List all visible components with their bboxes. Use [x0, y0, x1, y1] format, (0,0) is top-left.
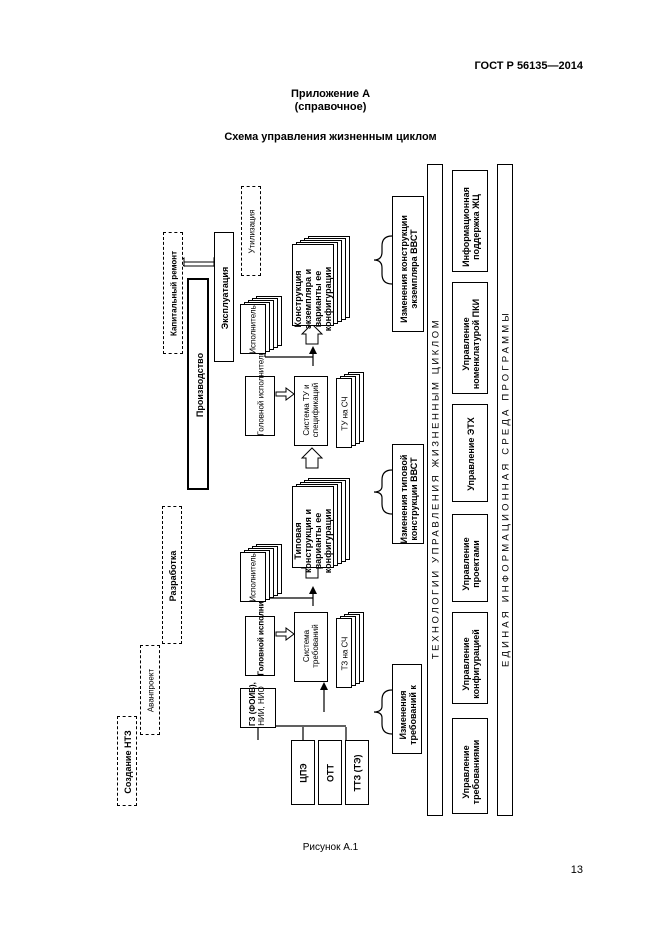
cpe-box: ЦПЭ	[291, 740, 315, 805]
ttz-box: ТТЗ (ТЭ)	[345, 740, 369, 805]
tu-stack: ТУ на СЧ	[334, 372, 364, 448]
changes-requirements: Изменения требований к	[392, 664, 422, 754]
ispolnitel-stack-3: Исполнитель	[238, 296, 282, 354]
phase-razrabotka: Разработка	[162, 506, 182, 644]
info-band: ЕДИНАЯ ИНФОРМАЦИОННАЯ СРЕДА ПРОГРАММЫ	[497, 164, 513, 816]
phase-ekspluataciya: Эксплуатация	[214, 232, 234, 362]
mgmt-info-support: Информационная поддержка ЖЦ	[452, 170, 488, 272]
ispolnitel-stack-2: Исполнитель	[238, 544, 282, 602]
sistema-trebovaniy: Система требований	[294, 612, 328, 682]
mgmt-eth: Управление ЭТХ	[452, 404, 488, 502]
gz-box: ГЗ (ФОИВ),НИИ, НИО	[240, 682, 276, 728]
page-number: 13	[570, 864, 583, 876]
phase-proizvodstvo: Производство	[187, 278, 209, 490]
golovnoy-ispolnitel-3: Головной исполнитель	[245, 351, 275, 436]
phase-utilizaciya: Утилизация	[241, 186, 261, 276]
phase-avanproekt: Аванпроект	[140, 645, 160, 735]
mgmt-pki: Управление номенклатурой ПКИ	[452, 282, 488, 394]
phase-kapremont: Капитальный ремонт	[163, 232, 183, 354]
figure-caption: Рисунок А.1	[302, 842, 359, 853]
tz-stack: ТЗ на СЧ	[334, 612, 364, 688]
ott-box: ОТТ	[318, 740, 342, 805]
changes-tipovoy: Изменения типовой конструкции ВВСТ	[392, 444, 424, 544]
appendix-title: Приложение А	[290, 88, 371, 100]
phase-nt3: Создание НТЗ	[117, 716, 137, 806]
appendix-subtitle: (справочное)	[294, 101, 367, 113]
standard-header: ГОСТ Р 56135—2014	[474, 60, 583, 72]
sistema-tu: Система ТУ и спецификаций	[294, 376, 328, 446]
mgmt-configuration: Управление конфигурацией	[452, 612, 488, 704]
konstrukciya-ekzemplyara: Конструкция экземпляра и варианты ее кон…	[292, 236, 352, 331]
tech-band: ТЕХНОЛОГИИ УПРАВЛЕНИЯ ЖИЗНЕННЫМ ЦИКЛОМ	[427, 164, 443, 816]
figure-title: Схема управления жизненным циклом	[224, 131, 437, 143]
tipovaya-konstrukciya: Типовая конструкция и варианты ее конфиг…	[292, 478, 352, 573]
changes-konstrukcii: Изменения конструкции экземпляра ВВСТ	[392, 196, 424, 332]
golovnoy-ispolnitel-2: Головной исполнитель	[245, 583, 275, 676]
mgmt-projects: Управление проектами	[452, 514, 488, 602]
mgmt-requirements: Управление требованиями	[452, 718, 488, 814]
